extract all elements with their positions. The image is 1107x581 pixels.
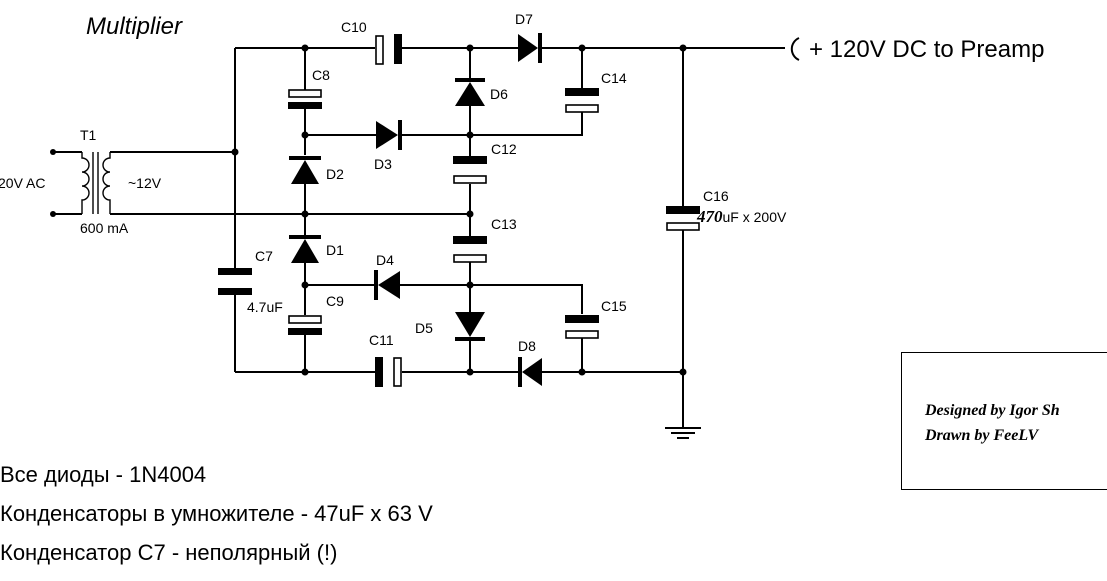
label-c14: C14 (601, 70, 627, 86)
credit-designed-by: Designed by Igor Sh (925, 402, 1060, 419)
diode-d1 (289, 235, 321, 263)
capacitor-c9 (288, 315, 322, 335)
capacitor-c8 (288, 89, 322, 109)
label-c8: C8 (312, 67, 330, 83)
label-d2: D2 (326, 166, 344, 182)
label-c11: C11 (369, 332, 394, 348)
label-d6: D6 (490, 86, 508, 102)
capacitor-c16 (666, 206, 700, 231)
label-t1: T1 (80, 127, 97, 143)
c16-value-unit: uF x 200V (723, 209, 787, 225)
label-c9: C9 (326, 293, 344, 309)
label-c10: C10 (341, 19, 367, 35)
schematic-title: Multiplier (86, 13, 183, 40)
label-current: 600 mA (80, 220, 129, 236)
label-d7: D7 (515, 11, 533, 27)
ground-symbol (665, 427, 701, 439)
label-d8: D8 (518, 338, 536, 354)
diode-d5 (455, 312, 485, 341)
capacitor-c13 (453, 236, 487, 263)
label-d5: D5 (415, 320, 433, 336)
label-c7-value: 4.7uF (247, 299, 283, 315)
label-c16: C16 (703, 188, 729, 204)
diode-d7 (518, 33, 542, 63)
label-c13: C13 (491, 216, 517, 232)
diode-d3 (376, 120, 402, 150)
diode-d8 (518, 357, 542, 387)
diode-d4 (374, 270, 400, 300)
capacitor-c10 (375, 34, 402, 65)
junction-dots (50, 44, 687, 376)
capacitor-c11 (375, 357, 402, 387)
ac-input-label: 20V AC (0, 175, 45, 191)
label-d3: D3 (374, 156, 392, 172)
wires (53, 37, 800, 427)
label-c12: C12 (491, 141, 517, 157)
diode-d6 (455, 78, 485, 106)
component-labels: 20V AC T1 ~12V 600 mA C10 D7 C8 C14 D6 C… (0, 11, 1044, 354)
label-d4: D4 (376, 252, 394, 268)
capacitor-c12 (453, 156, 487, 184)
label-c7: C7 (255, 248, 273, 264)
note-c7-capacitor: Конденсатор С7 - неполярный (!) (0, 540, 338, 565)
capacitor-c15 (565, 315, 599, 339)
note-diodes: Все диоды - 1N4004 (0, 462, 207, 487)
capacitor-c14 (565, 88, 599, 113)
c16-value-number: 470 (696, 207, 723, 226)
label-c16-value: 470uF x 200V (696, 207, 787, 226)
label-d1: D1 (326, 242, 344, 258)
note-multiplier-capacitors: Конденсаторы в умножителе - 47uF x 63 V (0, 501, 433, 526)
credit-drawn-by: Drawn by FeeLV (925, 427, 1039, 444)
transformer-t1 (81, 152, 111, 214)
diode-d2 (289, 156, 321, 184)
label-secondary-voltage: ~12V (128, 175, 162, 191)
capacitor-c7 (218, 268, 252, 295)
output-label: + 120V DC to Preamp (809, 36, 1044, 63)
credits-box: Designed by Igor Sh Drawn by FeeLV (901, 352, 1107, 490)
label-c15: C15 (601, 298, 627, 314)
